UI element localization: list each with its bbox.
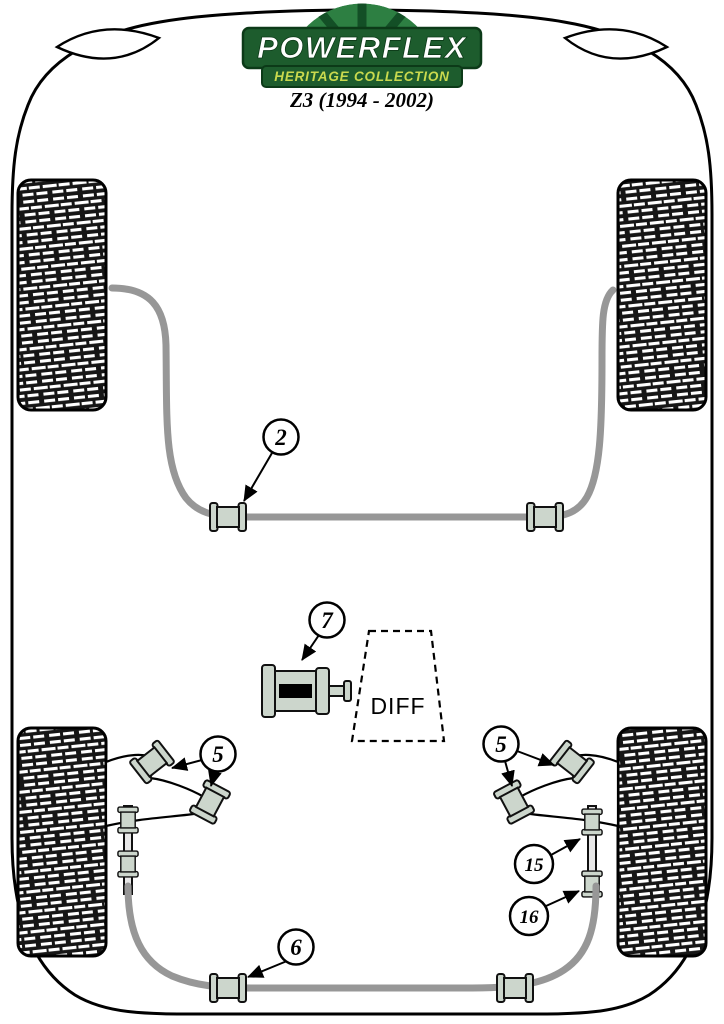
callout-label-5-right: 5 bbox=[495, 732, 507, 757]
tire-rear-left bbox=[16, 726, 108, 958]
logo-collection-text: HERITAGE COLLECTION bbox=[274, 69, 449, 84]
rear-anti-roll-bar bbox=[124, 882, 600, 992]
car-body-outline bbox=[10, 8, 714, 1016]
rear-link-left-bush-lower bbox=[117, 850, 139, 878]
callout-rear-arb: 6 bbox=[247, 928, 315, 978]
callout-label-6: 6 bbox=[290, 935, 302, 960]
callout-circle-15 bbox=[513, 843, 555, 885]
callout-label-16: 16 bbox=[520, 907, 540, 928]
model-title: Z3 (1994 - 2002) bbox=[289, 88, 434, 112]
rear-arb-bush-left bbox=[209, 973, 247, 1003]
rear-arb-bush-right bbox=[496, 973, 534, 1003]
callout-circle-5-right bbox=[482, 725, 520, 763]
tire-rear-right bbox=[616, 726, 708, 958]
diff-mount-bush bbox=[261, 664, 352, 718]
diff-label: DIFF bbox=[370, 693, 425, 719]
callout-label-5-left: 5 bbox=[212, 742, 224, 767]
callout-circle-6 bbox=[277, 928, 315, 966]
callout-circle-5-left bbox=[199, 735, 237, 773]
callout-label-7: 7 bbox=[321, 608, 334, 633]
logo-collection-banner bbox=[261, 65, 463, 88]
diff-outline: DIFF bbox=[350, 629, 446, 743]
callout-label-15: 15 bbox=[525, 855, 545, 876]
callout-diff-mount: 7 bbox=[301, 601, 346, 661]
callout-circle-16 bbox=[508, 895, 550, 937]
callout-rear-arm-right: 5 bbox=[482, 725, 555, 787]
front-arb-bush-right bbox=[526, 502, 564, 532]
front-arb-bush-left bbox=[209, 502, 247, 532]
callout-rear-arm-left: 5 bbox=[171, 735, 237, 787]
powerflex-logo: POWERFLEX HERITAGE COLLECTION Z3 (1994 -… bbox=[241, 3, 483, 112]
callout-circle-7 bbox=[308, 601, 346, 639]
callout-front-arb: 2 bbox=[243, 418, 300, 502]
callout-rear-link-lower: 16 bbox=[508, 890, 580, 937]
callout-label-2: 2 bbox=[274, 425, 287, 450]
callout-circle-2 bbox=[262, 418, 300, 456]
rear-link-right-bush-upper bbox=[581, 808, 603, 836]
rear-link-left-bush-upper bbox=[117, 806, 139, 834]
body-crease-left bbox=[54, 28, 162, 60]
logo-brand-text: POWERFLEX bbox=[257, 30, 468, 65]
tire-front-left bbox=[16, 178, 108, 412]
body-crease-right bbox=[562, 28, 670, 60]
tire-front-right bbox=[616, 178, 708, 412]
callout-rear-link-upper: 15 bbox=[513, 838, 581, 885]
